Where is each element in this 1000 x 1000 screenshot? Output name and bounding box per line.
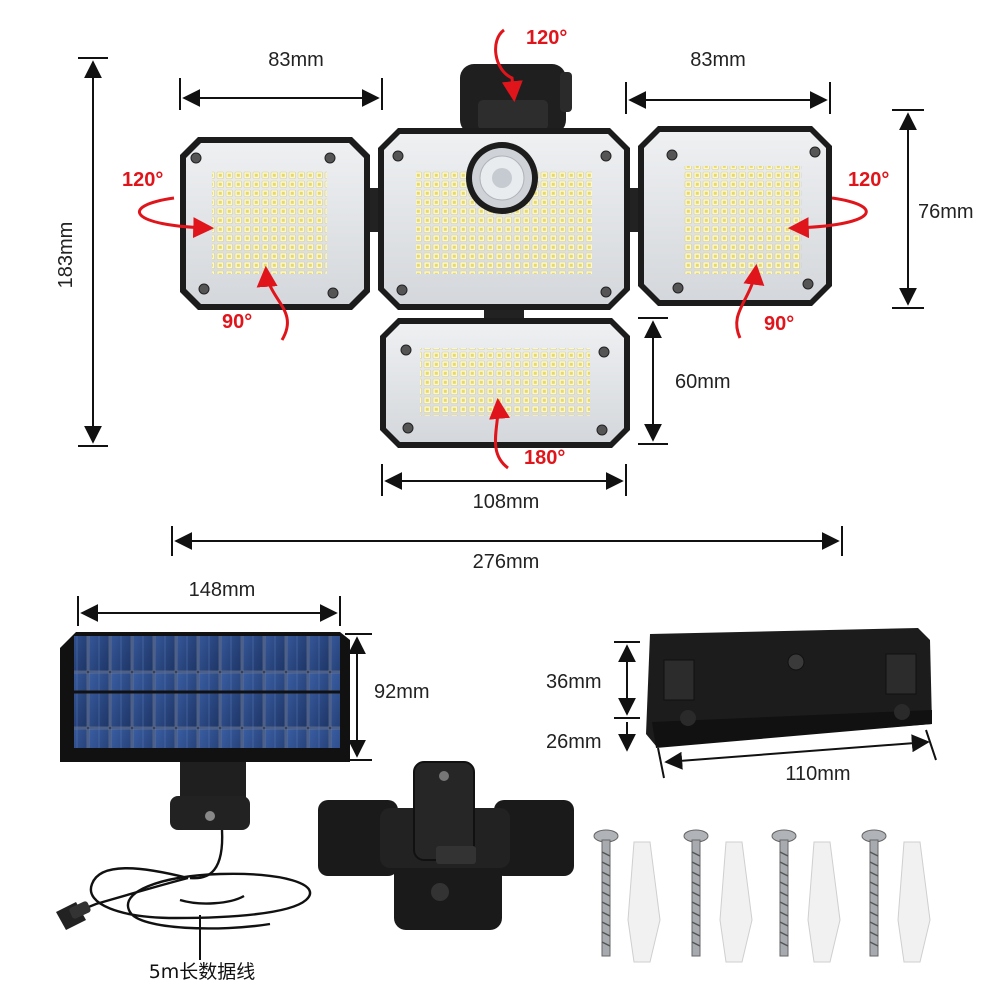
solar-panel-stand bbox=[170, 762, 250, 830]
solar-panel-assembly bbox=[56, 632, 350, 960]
overall-width-label: 276mm bbox=[473, 551, 540, 573]
mounting-bracket bbox=[646, 628, 932, 748]
solar-panel bbox=[60, 632, 350, 762]
rotation-arrows bbox=[138, 28, 868, 470]
left-panel-width-label: 83mm bbox=[268, 49, 324, 71]
left-tilt-arrow bbox=[256, 265, 289, 341]
top-rotation-angle: 120° bbox=[526, 27, 567, 49]
screw-set-1 bbox=[593, 829, 661, 963]
motion-sensor bbox=[466, 142, 538, 214]
dc-plug bbox=[56, 901, 91, 930]
right-led-panel bbox=[638, 126, 832, 306]
center-led-panel bbox=[378, 128, 630, 310]
right-rotation-angle: 120° bbox=[848, 169, 889, 191]
bottom-panel-height-label: 60mm bbox=[675, 371, 731, 393]
bracket-dimension-lines bbox=[614, 641, 937, 779]
overall-height-label: 183mm bbox=[55, 222, 77, 289]
bottom-panel-width-label: 108mm bbox=[473, 491, 540, 513]
left-rotation-arrow bbox=[138, 196, 215, 239]
dimension-lines bbox=[78, 57, 924, 556]
left-rotation-angle: 120° bbox=[122, 169, 163, 191]
screws-and-anchors bbox=[593, 829, 931, 963]
right-rotation-arrow bbox=[787, 196, 868, 239]
side-panel-height-label: 76mm bbox=[918, 201, 974, 223]
top-rotation-arrow bbox=[494, 28, 523, 103]
bracket-height-1-label: 36mm bbox=[546, 671, 602, 693]
right-panel-width-label: 83mm bbox=[690, 49, 746, 71]
top-mount-bracket bbox=[460, 64, 572, 134]
main-lamp bbox=[180, 64, 832, 448]
bottom-led-panel bbox=[380, 318, 630, 448]
bottom-tilt-arrow bbox=[489, 397, 510, 470]
folded-lamp-back bbox=[318, 761, 574, 930]
solar-panel-width-label: 148mm bbox=[189, 579, 256, 601]
bottom-tilt-angle: 180° bbox=[524, 447, 565, 469]
right-tilt-arrow bbox=[735, 263, 765, 339]
solar-cable bbox=[75, 829, 312, 960]
cable-length-caption: 5m长数据线 bbox=[149, 961, 256, 983]
solar-dimension-lines bbox=[77, 596, 372, 761]
bracket-height-2-label: 26mm bbox=[546, 731, 602, 753]
screw-set-2 bbox=[683, 829, 753, 963]
screw-set-3 bbox=[771, 829, 841, 963]
right-tilt-angle: 90° bbox=[764, 313, 794, 335]
bracket-width-label: 110mm bbox=[785, 763, 850, 785]
left-tilt-angle: 90° bbox=[222, 311, 252, 333]
solar-panel-height-label: 92mm bbox=[374, 681, 430, 703]
left-led-panel bbox=[180, 137, 370, 310]
screw-set-4 bbox=[861, 829, 931, 963]
